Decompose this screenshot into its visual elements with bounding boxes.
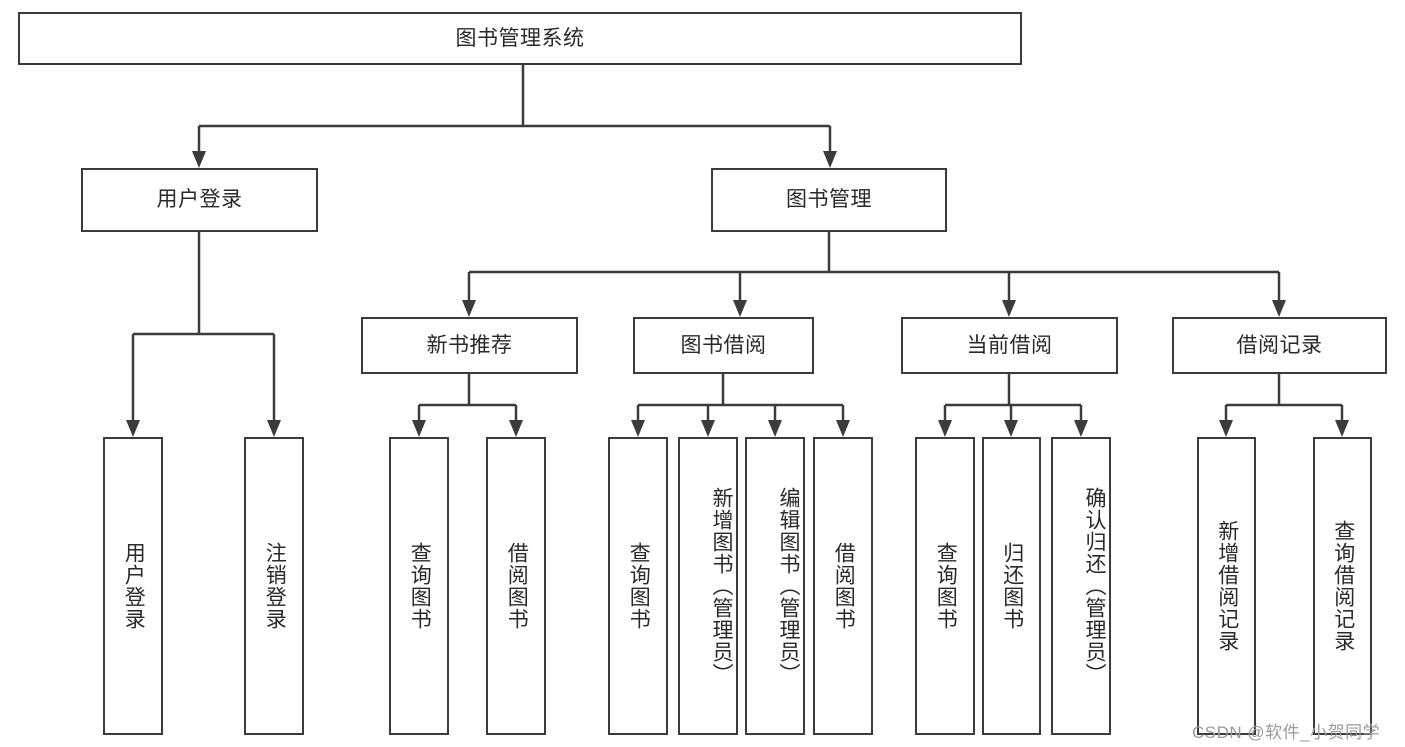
arrowhead-4-3 [836,420,850,437]
node-leaf-edit-book[interactable]: 编辑图书（管理员） [745,437,805,735]
arrowhead-5-2 [1074,420,1088,437]
node-leaf-query-book-1[interactable]: 查询图书 [389,437,449,735]
node-label: 用户登录 [122,542,146,630]
arrowhead-5-1 [1004,420,1018,437]
arrowhead-2-1 [733,300,747,317]
node-label: 图书借阅 [680,333,767,357]
arrowhead-0-1 [823,151,837,168]
node-root[interactable]: 图书管理系统 [18,12,1022,65]
node-label: 借阅图书 [505,542,529,630]
arrowhead-1-0 [126,420,140,437]
node-label: 注销登录 [263,542,287,630]
node-leaf-add-record[interactable]: 新增借阅记录 [1197,437,1256,735]
arrowhead-6-0 [1219,420,1233,437]
node-current-borrow[interactable]: 当前借阅 [901,317,1118,374]
arrowhead-2-3 [1272,300,1286,317]
node-label: 确认归还（管理员） [1083,487,1106,685]
node-leaf-borrow-book-2[interactable]: 借阅图书 [813,437,873,735]
node-label: 用户登录 [156,188,243,212]
node-book-manage[interactable]: 图书管理 [711,168,947,232]
arrowhead-4-0 [631,420,645,437]
node-book-borrow[interactable]: 图书借阅 [633,317,814,374]
node-leaf-user-login[interactable]: 用户登录 [103,437,163,735]
node-borrow-record[interactable]: 借阅记录 [1172,317,1387,374]
node-label: 查询图书 [627,542,651,630]
arrowhead-2-0 [462,300,476,317]
node-leaf-return-book[interactable]: 归还图书 [982,437,1041,735]
node-leaf-confirm-return[interactable]: 确认归还（管理员） [1051,437,1111,735]
arrowhead-3-1 [509,420,523,437]
node-leaf-query-book-2[interactable]: 查询图书 [608,437,668,735]
node-label: 查询图书 [934,542,958,630]
node-label: 当前借阅 [966,333,1053,357]
node-label: 新增借阅记录 [1215,520,1239,652]
arrowhead-1-1 [267,420,281,437]
arrowhead-0-0 [192,151,206,168]
arrowhead-2-2 [1002,300,1016,317]
node-new-book-rec[interactable]: 新书推荐 [361,317,578,374]
node-label: 新增图书（管理员） [710,487,733,685]
arrowhead-3-0 [412,420,426,437]
node-label: 查询图书 [408,542,432,630]
node-label: 新书推荐 [426,333,513,357]
node-leaf-add-book[interactable]: 新增图书（管理员） [678,437,738,735]
node-leaf-query-record[interactable]: 查询借阅记录 [1313,437,1372,735]
arrowhead-5-0 [938,420,952,437]
node-label: 借阅记录 [1236,333,1323,357]
node-leaf-logout[interactable]: 注销登录 [244,437,304,735]
node-label: 借阅图书 [832,542,856,630]
node-label: 查询借阅记录 [1331,520,1355,652]
node-label: 归还图书 [1000,542,1024,630]
watermark-label: CSDN @软件_小贺同学 [1192,723,1381,742]
node-label: 图书管理系统 [455,26,585,50]
arrowhead-4-1 [701,420,715,437]
node-label: 编辑图书（管理员） [777,487,800,685]
arrowhead-4-2 [768,420,782,437]
arrowhead-6-1 [1335,420,1349,437]
node-label: 图书管理 [786,188,872,212]
node-leaf-borrow-book-1[interactable]: 借阅图书 [486,437,546,735]
node-user-login[interactable]: 用户登录 [81,168,318,232]
node-leaf-query-book-3[interactable]: 查询图书 [915,437,975,735]
